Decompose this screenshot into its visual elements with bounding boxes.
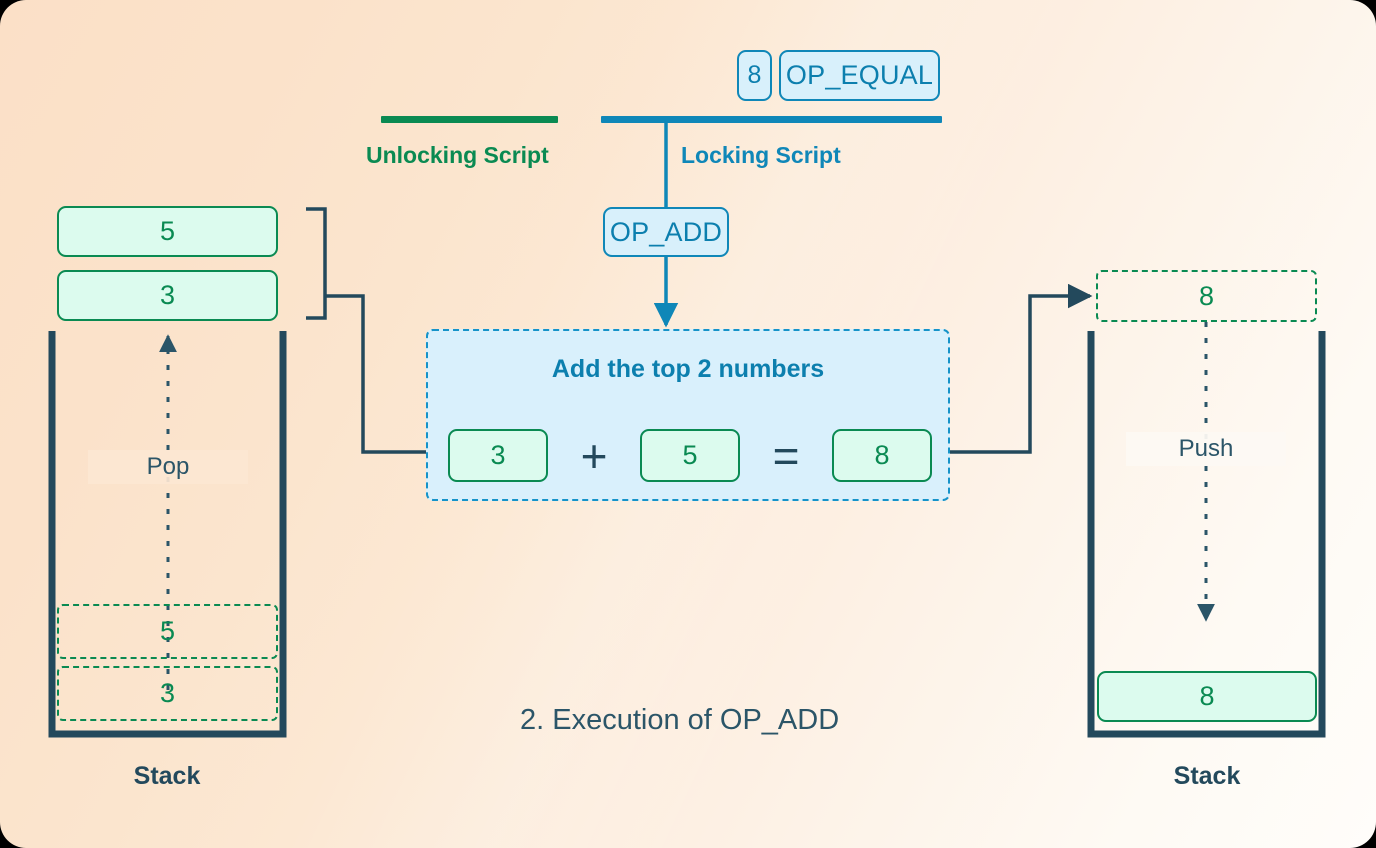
left-stack-popped-item-1: 3 bbox=[57, 270, 278, 321]
op-operand-b-value: 5 bbox=[682, 440, 698, 470]
right-stack-item-0-value: 8 bbox=[1199, 681, 1215, 711]
left-stack-popped-item-0: 5 bbox=[57, 206, 278, 257]
op-operand-a-value: 3 bbox=[490, 440, 506, 470]
left-stack-popped-item-1-value: 3 bbox=[159, 280, 176, 310]
right-stack-walls bbox=[1087, 331, 1326, 738]
right-stack-ghost-item-0-value: 8 bbox=[1198, 280, 1215, 311]
plus-sign: + bbox=[548, 433, 640, 479]
right-stack-item-0: 8 bbox=[1097, 671, 1317, 722]
left-stack-action-label: Pop bbox=[88, 450, 248, 484]
left-stack-popped-item-0-value: 5 bbox=[159, 216, 176, 246]
left-stack-ghost-item-0: 5 bbox=[57, 604, 278, 659]
locking-script-rule bbox=[601, 116, 942, 123]
locking-script-chip-1-label: OP_EQUAL bbox=[785, 60, 934, 90]
op-result: 8 bbox=[832, 429, 932, 482]
left-stack-label: Stack bbox=[133, 762, 201, 790]
right-stack-label: Stack bbox=[1173, 762, 1241, 790]
op-operand-a: 3 bbox=[448, 429, 548, 482]
result-connector bbox=[949, 283, 1093, 454]
left-stack-ghost-item-1-value: 3 bbox=[159, 678, 176, 708]
locking-script-chip-0-label: 8 bbox=[747, 61, 762, 89]
diagram-caption: 2. Execution of OP_ADD bbox=[520, 704, 840, 736]
right-stack-ghost-item-0: 8 bbox=[1096, 270, 1317, 322]
equals-sign-glyph: = bbox=[772, 429, 800, 482]
locking-script-chip-1[interactable]: OP_EQUAL bbox=[779, 50, 940, 101]
op-panel-title: Add the top 2 numbers bbox=[551, 355, 825, 383]
equals-sign: = bbox=[740, 433, 832, 479]
unlocking-script-rule bbox=[381, 116, 558, 123]
right-stack-action-label: Push bbox=[1126, 432, 1286, 466]
left-stack-ghost-item-1: 3 bbox=[57, 666, 278, 721]
locking-script-chip-0[interactable]: 8 bbox=[737, 50, 772, 101]
locking-script-label: Locking Script bbox=[681, 142, 841, 168]
op-result-value: 8 bbox=[874, 440, 890, 470]
left-stack-walls bbox=[48, 331, 287, 738]
pop-bracket-connector bbox=[306, 207, 428, 454]
plus-sign-glyph: + bbox=[580, 429, 608, 482]
left-stack-ghost-item-0-value: 5 bbox=[159, 616, 176, 646]
current-op-label: OP_ADD bbox=[609, 216, 723, 247]
op-execution-panel: Add the top 2 numbers 3 + 5 = 8 bbox=[426, 329, 950, 501]
unlocking-script-label: Unlocking Script bbox=[366, 142, 549, 168]
op-operand-b: 5 bbox=[640, 429, 740, 482]
current-op-chip[interactable]: OP_ADD bbox=[603, 207, 729, 257]
